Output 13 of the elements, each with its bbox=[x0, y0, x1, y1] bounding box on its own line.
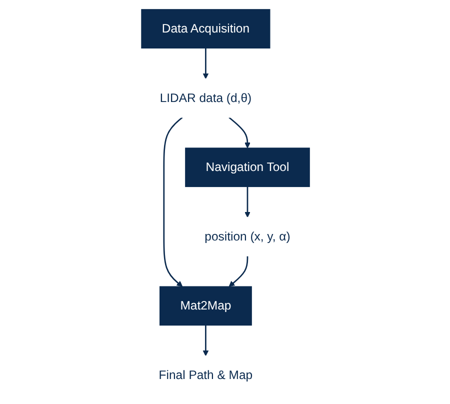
node-text: position (x, y, α) bbox=[205, 230, 291, 244]
node-text: Final Path & Map bbox=[159, 368, 254, 382]
arrow bbox=[229, 256, 249, 287]
node-box bbox=[186, 148, 310, 188]
node-box bbox=[160, 286, 252, 326]
flowchart-drawing: Data Acquisition LIDAR data (d,θ) Navigation Tool position (x, y, α) Mat2Map Final Path & Map bbox=[133, 4, 317, 400]
arrow bbox=[203, 48, 210, 79]
arrow bbox=[244, 186, 251, 218]
arrow bbox=[164, 116, 184, 287]
arrow bbox=[229, 116, 251, 148]
arrow bbox=[203, 325, 210, 356]
node-text: LIDAR data (d,θ) bbox=[160, 90, 252, 105]
node-box bbox=[142, 9, 271, 48]
